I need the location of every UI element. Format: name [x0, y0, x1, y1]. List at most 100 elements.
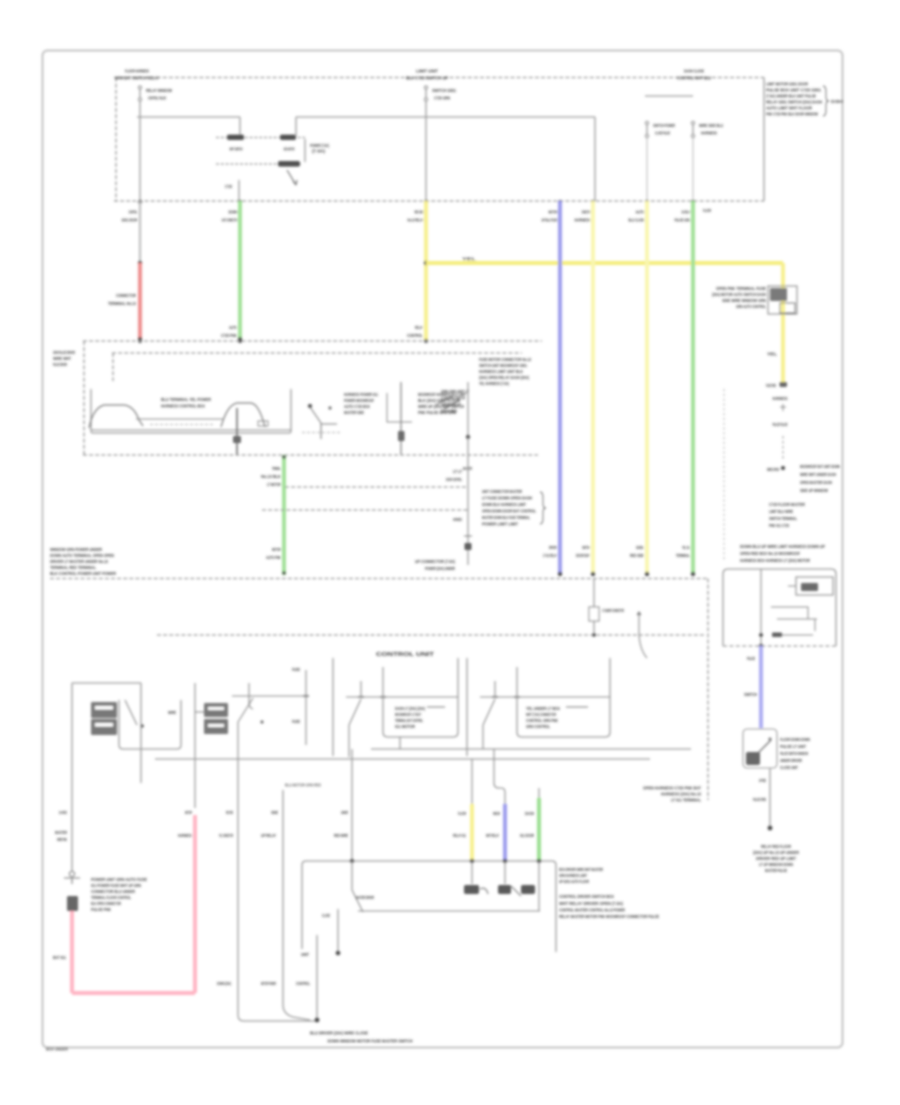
svg-text:OPEN DOWN DOOR BAT CONTROL: OPEN DOWN DOOR BAT CONTROL	[482, 509, 536, 514]
svg-text:RELAY RED FLOOR: RELAY RED FLOOR	[761, 844, 792, 849]
svg-text:BLU DRIVER (20A) WIRE CLOSE: BLU DRIVER (20A) WIRE CLOSE	[310, 1031, 368, 1036]
svg-text:BLK OPEN CONNECTOR: BLK OPEN CONNECTOR	[91, 901, 121, 906]
svg-text:WIRE SIDE BLU: WIRE SIDE BLU	[699, 123, 723, 128]
svg-text:WIRE: WIRE	[168, 710, 176, 715]
svg-text:No.13 RELAY: No.13 RELAY	[408, 218, 424, 223]
svg-text:HARNESS BOX HARNESS LT (20A) M: HARNESS BOX HARNESS LT (20A) MOTOR	[740, 558, 811, 563]
svg-text:DOWN AUTO TERMINAL OPEN OPEN: DOWN AUTO TERMINAL OPEN OPEN	[50, 553, 115, 558]
svg-text:MASTER PULSE: MASTER PULSE	[765, 868, 787, 873]
svg-text:UP RED: UP RED	[759, 778, 766, 783]
svg-text:WHT RELAY DRIVER OPEN (7.5A): WHT RELAY DRIVER OPEN (7.5A)	[559, 901, 623, 906]
svg-text:HARNESS LIMIT UNIT BLK: HARNESS LIMIT UNIT BLK	[479, 369, 524, 374]
svg-text:MASTER DRIVER: MASTER DRIVER	[356, 895, 374, 900]
svg-text:SWITCH TERMINAL: SWITCH TERMINAL	[769, 516, 797, 521]
svg-text:YEL IG1: YEL IG1	[682, 545, 690, 550]
svg-text:UNIT: UNIT	[301, 952, 309, 957]
svg-text:PNK IG1 C725: PNK IG1 C725	[769, 523, 789, 528]
svg-text:CONTROL: CONTROL	[296, 981, 310, 986]
svg-text:DRIVER LT MASTER UNDER No.13: DRIVER LT MASTER UNDER No.13	[50, 559, 108, 564]
svg-text:BLU MOTOR GRN RED: BLU MOTOR GRN RED	[285, 783, 321, 788]
svg-text:IG1 POWER FUSE WHT UP GRN: IG1 POWER FUSE WHT UP GRN	[91, 883, 141, 888]
svg-text:DASH: DASH	[525, 811, 534, 816]
svg-text:HARNESS: HARNESS	[453, 517, 462, 522]
svg-text:POWER UNIT GRN AUTO FUSE: POWER UNIT GRN AUTO FUSE	[91, 877, 147, 882]
svg-text:CONNECTOR: CONNECTOR	[582, 210, 591, 215]
svg-text:AUTO C725 BOX: AUTO C725 BOX	[344, 404, 370, 409]
svg-text:BLU TERMINAL YEL POWER: BLU TERMINAL YEL POWER	[161, 397, 212, 402]
svg-text:POWER MOONROOF: POWER MOONROOF	[344, 398, 374, 403]
svg-text:WINDOW: WINDOW	[493, 811, 500, 816]
svg-text:UNIT CONNECTOR MASTER: UNIT CONNECTOR MASTER	[482, 489, 522, 494]
svg-text:GRN BAT SWITCH RELAY: GRN BAT SWITCH RELAY	[115, 76, 160, 82]
svg-text:UP G501 AUTO FLOOR: UP G501 AUTO FLOOR	[559, 879, 590, 884]
svg-text:MASTER SIDE: MASTER SIDE	[344, 410, 364, 415]
svg-text:HARNESS CONTROL BOX: HARNESS CONTROL BOX	[161, 404, 205, 409]
svg-text:TERMINAL BAT CONTROL: TERMINAL BAT CONTROL	[395, 718, 423, 723]
svg-text:DOWN (20A): DOWN (20A)	[217, 981, 231, 986]
svg-text:LIMIT UNIT: LIMIT UNIT	[416, 69, 438, 74]
svg-text:C725: C725	[225, 184, 232, 189]
svg-text:CONNECTOR: CONNECTOR	[116, 293, 137, 298]
svg-text:RELAY WINDOW: RELAY WINDOW	[146, 88, 173, 93]
svg-text:RELAY IG1: RELAY IG1	[453, 833, 466, 838]
svg-text:IG1 DOOR: IG1 DOOR	[520, 833, 535, 838]
svg-text:HARNESS: HARNESS	[701, 131, 717, 136]
svg-text:AUTO LIMIT WHT FLOOR: AUTO LIMIT WHT FLOOR	[766, 106, 813, 111]
svg-text:HARNESS: HARNESS	[178, 833, 192, 838]
svg-text:DASH LT (20A) (20A): DASH LT (20A) (20A)	[395, 706, 425, 711]
svg-text:FUSE: FUSE	[292, 667, 300, 672]
svg-text:TERMINAL: TERMINAL	[676, 553, 690, 558]
svg-text:UNDER DRIVER: UNDER DRIVER	[780, 758, 803, 763]
svg-text:FLOOR: FLOOR	[458, 811, 466, 816]
svg-text:RELAY G501 SWITCH (20A) DASH: RELAY G501 SWITCH (20A) DASH	[766, 100, 822, 105]
svg-text:TERMINAL: TERMINAL	[272, 466, 281, 471]
svg-text:LT MOTOR: LT MOTOR	[267, 482, 282, 487]
svg-text:POWER (7.5A): POWER (7.5A)	[310, 143, 329, 148]
svg-text:PULSE OPEN: PULSE OPEN	[753, 797, 766, 802]
svg-text:PNK PULSE GRN GRN: PNK PULSE GRN GRN	[418, 410, 456, 415]
svg-text:BLU CLOSE: BLU CLOSE	[629, 218, 645, 223]
svg-text:RED SIDE: RED SIDE	[630, 553, 644, 558]
svg-text:CONTROL DRIVER SWITCH BOX: CONTROL DRIVER SWITCH BOX	[559, 894, 614, 899]
svg-text:RELAY MASTER MOTOR PNK MOONROO: RELAY MASTER MOTOR PNK MOONROOF CONNECTO…	[559, 914, 659, 919]
svg-text:WIRE UP (20A) BAT SWITCH: WIRE UP (20A) BAT SWITCH	[418, 404, 464, 409]
svg-text:LT LT: LT LT	[453, 469, 462, 474]
svg-text:BLK C725 SWITCH UP: BLK C725 SWITCH UP	[406, 76, 449, 82]
svg-text:WIRE OPEN: WIRE OPEN	[767, 467, 779, 472]
svg-text:DOOR CONTROL: DOOR CONTROL	[446, 477, 462, 482]
svg-text:(20A) OPEN RELAY DASH (20A): (20A) OPEN RELAY DASH (20A)	[479, 375, 529, 380]
svg-text:GRN CONTROL: GRN CONTROL	[526, 724, 550, 729]
svg-text:FUSE: FUSE	[292, 719, 300, 724]
svg-text:CONTROL: CONTROL	[407, 333, 423, 338]
svg-text:PULSE DRIVER: PULSE DRIVER	[53, 362, 67, 367]
svg-text:G501 MOTOR: G501 MOTOR	[284, 147, 295, 152]
svg-text:MOTOR: MOTOR	[272, 547, 281, 552]
svg-text:OPEN MASTER DASH: OPEN MASTER DASH	[800, 480, 832, 485]
svg-text:MOTOR: MOTOR	[185, 810, 192, 815]
svg-text:RELAY: RELAY	[415, 325, 423, 330]
svg-text:SIDE WIRE WINDOW GRN: SIDE WIRE WINDOW GRN	[722, 298, 766, 303]
svg-text:LT UP WINDOW DOWN: LT UP WINDOW DOWN	[759, 862, 793, 867]
svg-text:WIRE WHT UNDER DASH: WIRE WHT UNDER DASH	[800, 472, 836, 477]
svg-text:BOX WINDOW: BOX WINDOW	[831, 99, 843, 104]
svg-text:G501: G501	[636, 545, 644, 550]
svg-text:POWER (20A) UNDER: POWER (20A) UNDER	[425, 566, 456, 571]
svg-text:RED WIRE: RED WIRE	[334, 833, 348, 838]
svg-text:PULSE: PULSE	[747, 656, 755, 661]
svg-text:GRN PULSE DRIVER: GRN PULSE DRIVER	[53, 350, 75, 355]
svg-text:CONTROL UNIT: CONTROL UNIT	[376, 652, 435, 658]
svg-text:HARNESS: HARNESS	[773, 396, 788, 401]
svg-text:PULSE LT UNIT: PULSE LT UNIT	[780, 744, 806, 749]
svg-text:WINDOW GRN POWER UNDER: WINDOW GRN POWER UNDER	[50, 547, 103, 552]
svg-text:BOX DRIVER WIRE WHT MASTER: BOX DRIVER WIRE WHT MASTER	[559, 867, 604, 872]
svg-text:PULSE BOX UNIT C725 G501: PULSE BOX UNIT C725 G501	[766, 88, 821, 93]
svg-text:CONTROL PULSE: CONTROL PULSE	[148, 96, 166, 101]
svg-text:UP BLU FUSE: UP BLU FUSE	[542, 218, 558, 223]
svg-text:OPEN PNK TERMINAL FUSE: OPEN PNK TERMINAL FUSE	[716, 286, 766, 291]
svg-text:CONNECTOR BLU UNDER: CONNECTOR BLU UNDER	[91, 889, 136, 894]
svg-text:DASH RED: DASH RED	[441, 409, 457, 414]
svg-text:C725 GRN: C725 GRN	[434, 96, 450, 101]
svg-text:PULSE PULSE: PULSE PULSE	[773, 422, 788, 427]
svg-text:BLK (20A) G501 FLOOR: BLK (20A) G501 FLOOR	[418, 398, 461, 403]
svg-text:FUSE RED: FUSE RED	[766, 383, 776, 388]
